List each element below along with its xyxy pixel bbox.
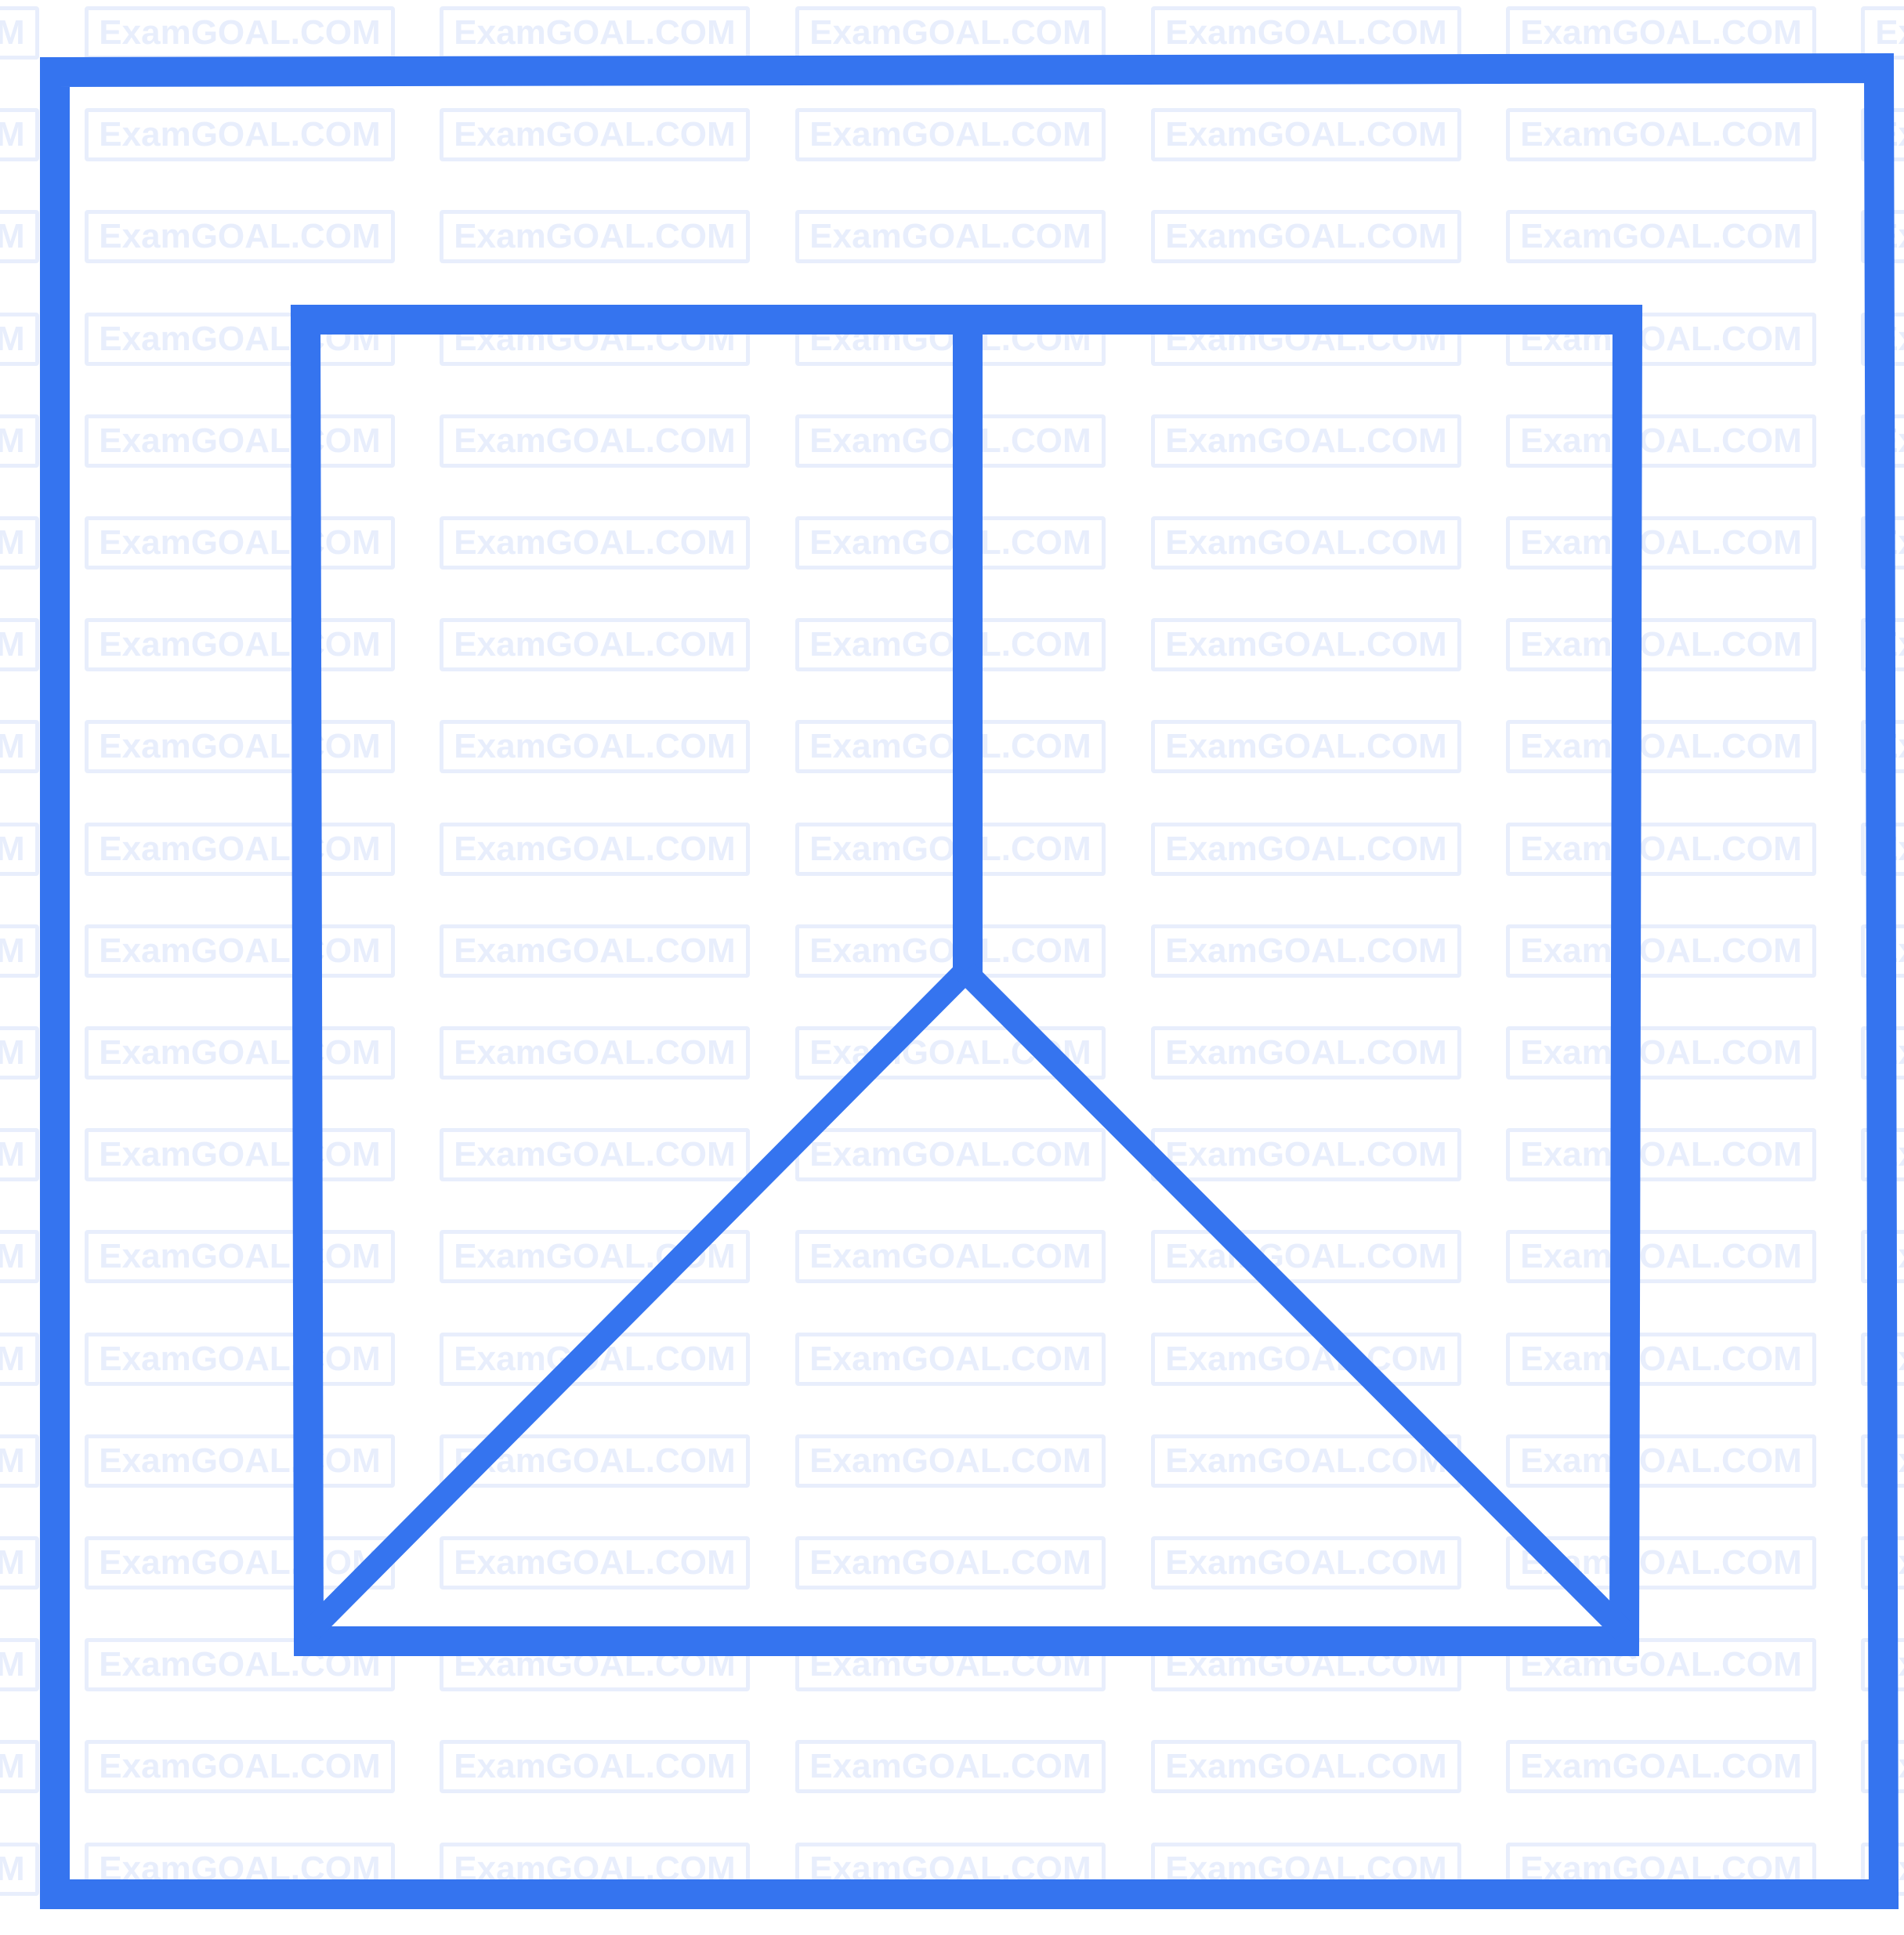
inner-square (290, 305, 1643, 1656)
right-diagonal (957, 963, 1632, 1640)
left-diagonal (302, 963, 974, 1640)
outer-square (40, 52, 1899, 1909)
